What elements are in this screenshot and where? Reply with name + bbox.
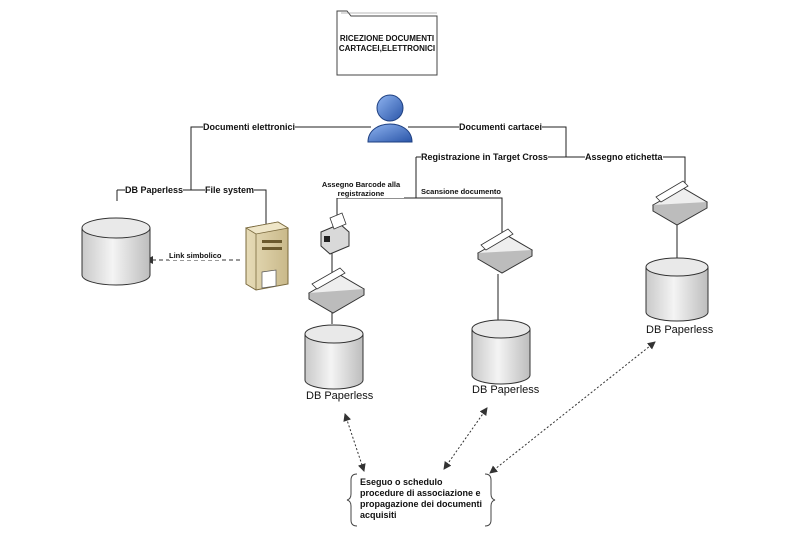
folder-icon — [336, 10, 438, 76]
note-left-brace — [346, 473, 358, 527]
scanner-icon-2 — [476, 228, 534, 274]
scanner-icon-1 — [308, 267, 365, 314]
arrow-db-note-2 — [443, 407, 488, 470]
label-registration: Registrazione in Target Cross — [421, 152, 548, 163]
connector-electronic — [190, 126, 371, 190]
scanner-icon-3 — [651, 180, 709, 226]
database-icon-right — [645, 257, 709, 322]
label-barcode-line2: registrazione — [337, 189, 385, 198]
label-db-paperless-middle-left: DB Paperless — [306, 390, 374, 402]
database-icon-middle-right — [471, 319, 531, 385]
label-paper-docs: Documenti cartacei — [459, 122, 543, 133]
label-scan-document: Scansione documento — [421, 187, 502, 196]
label-symlink: Link simbolico — [169, 251, 222, 260]
server-icon — [244, 221, 290, 291]
database-icon-left — [81, 217, 151, 286]
label-db-paperless-middle-right: DB Paperless — [472, 384, 540, 396]
label-electronic-docs: Documenti elettronici — [203, 122, 296, 133]
note-right-brace — [484, 473, 496, 527]
connector-to-barcode — [336, 157, 417, 222]
arrow-db-note-1 — [343, 413, 366, 472]
connector-to-scan — [416, 197, 503, 235]
dotted-arrows — [343, 341, 656, 474]
folder-title-line1: RICEZIONE DOCUMENTI — [339, 34, 435, 43]
label-db-paperless-right: DB Paperless — [646, 324, 714, 336]
label-db-paperless-left-top: DB Paperless — [125, 185, 184, 196]
label-barcode: Assegno Barcode alla registrazione — [318, 180, 404, 198]
note-procedures: Eseguo o schedulo procedure di associazi… — [360, 477, 483, 520]
barcode-printer-icon — [320, 212, 350, 255]
arrow-db-note-3 — [489, 341, 656, 474]
person-icon — [367, 94, 413, 143]
folder-title: RICEZIONE DOCUMENTI CARTACEI,ELETTRONICI — [337, 34, 437, 54]
label-assign-label: Assegno etichetta — [585, 152, 663, 163]
database-icon-middle-left — [304, 324, 364, 390]
label-file-system: File system — [205, 185, 255, 196]
folder-title-line2: CARTACEI,ELETTRONICI — [338, 44, 436, 53]
label-barcode-line1: Assegno Barcode alla — [321, 180, 401, 189]
